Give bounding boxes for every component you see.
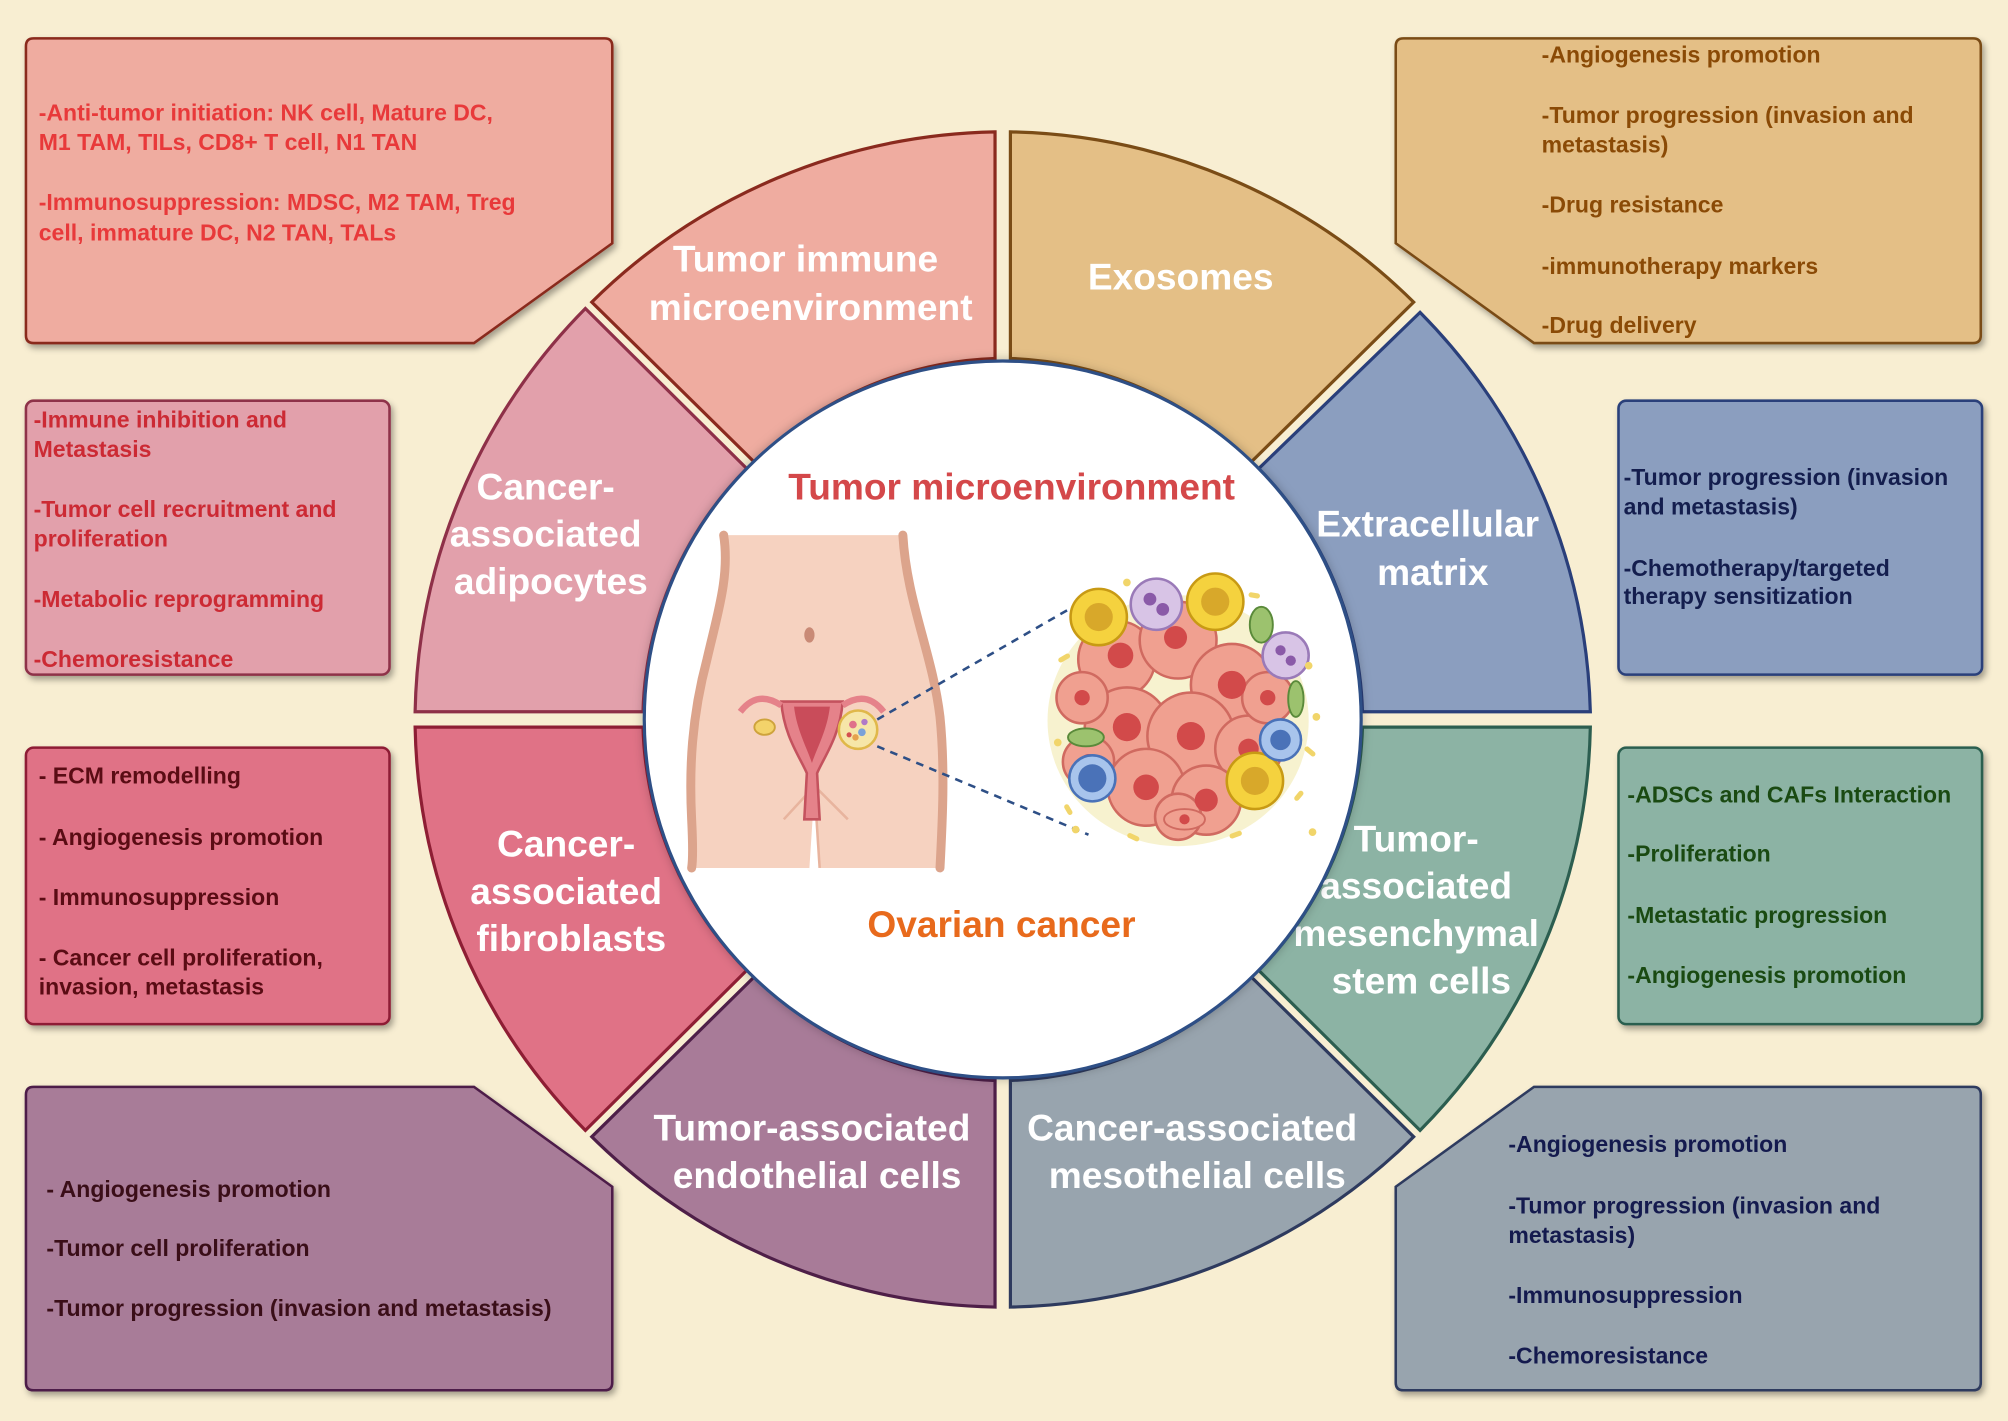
segment-label-immune: Tumor immune microenvironment xyxy=(649,237,973,328)
box-adipocytes-text: -Immune inhibition and Metastasis -Tumor… xyxy=(34,407,343,672)
box-fibroblasts-text: - ECM remodelling - Angiogenesis promoti… xyxy=(39,762,330,999)
box-mesothelial: -Angiogenesis promotion -Tumor progressi… xyxy=(1394,1085,1983,1392)
box-ecm: -Tumor progression (invasion and metasta… xyxy=(1617,399,1984,676)
box-exosomes: -Angiogenesis promotion -Tumor progressi… xyxy=(1394,37,1983,345)
box-msc-text: -ADSCs and CAFs Interaction -Proliferati… xyxy=(1627,782,1957,989)
segment-label-mesothelial: Cancer-associated mesothelial cells xyxy=(1027,1107,1367,1196)
box-adipocytes: -Immune inhibition and Metastasis -Tumor… xyxy=(24,399,391,676)
box-endothelial-text: - Angiogenesis promotion -Tumor cell pro… xyxy=(46,1176,551,1321)
box-msc: -ADSCs and CAFs Interaction -Proliferati… xyxy=(1617,746,1984,1026)
segment-label-adipocytes: Cancer- associated adipocytes xyxy=(450,465,652,602)
box-ecm-text: -Tumor progression (invasion and metasta… xyxy=(1624,464,1955,609)
segment-label-ecm: Extracellular matrix xyxy=(1316,502,1549,593)
ring xyxy=(413,130,1592,1309)
box-endothelial-shape xyxy=(24,1085,614,1392)
box-ecm-shape xyxy=(1617,399,1984,676)
segment-label-fibroblasts: Cancer- associated fibroblasts xyxy=(470,822,672,959)
box-fibroblasts-shape xyxy=(24,746,391,1026)
center-subtitle: Ovarian cancer xyxy=(867,903,1135,945)
box-mesothelial-text: -Angiogenesis promotion -Tumor progressi… xyxy=(1508,1131,1886,1368)
segment-label-exosomes: Exosomes xyxy=(1088,255,1274,297)
center-title: Tumor microenvironment xyxy=(788,465,1235,507)
box-exosomes-text: -Angiogenesis promotion -Tumor progressi… xyxy=(1542,42,1920,338)
box-exosomes-shape xyxy=(1394,37,1983,345)
box-immune-text: -Anti-tumor initiation: NK cell, Mature … xyxy=(39,99,522,245)
box-adipocytes-shape xyxy=(24,399,391,676)
box-fibroblasts: - ECM remodelling - Angiogenesis promoti… xyxy=(24,746,391,1026)
segment-label-endothelial: Tumor-associated endothelial cells xyxy=(653,1107,980,1196)
body-illustration xyxy=(686,530,948,873)
tumor-cluster xyxy=(1047,572,1321,847)
box-endothelial: - Angiogenesis promotion -Tumor cell pro… xyxy=(24,1085,614,1392)
segment-label-msc: Tumor- associated mesenchymal stem cells xyxy=(1293,817,1549,1001)
box-msc-shape xyxy=(1617,746,1984,1026)
box-immune: -Anti-tumor initiation: NK cell, Mature … xyxy=(24,37,614,345)
zoom-lines xyxy=(876,600,1089,836)
box-mesothelial-shape xyxy=(1394,1085,1983,1392)
box-immune-shape xyxy=(24,37,614,345)
